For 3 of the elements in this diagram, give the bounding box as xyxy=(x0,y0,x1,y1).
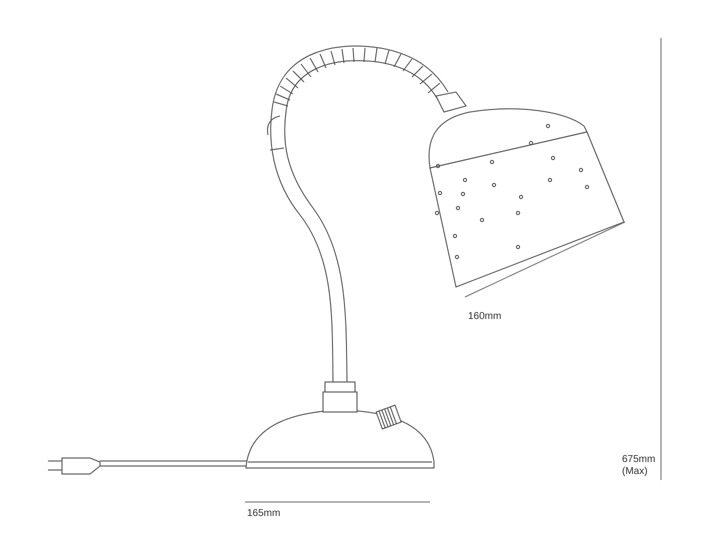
dimension-label: 675mm (Max) xyxy=(622,454,656,478)
dimension-label: 165mm xyxy=(247,508,282,520)
dimension-label: 160mm xyxy=(468,311,502,323)
